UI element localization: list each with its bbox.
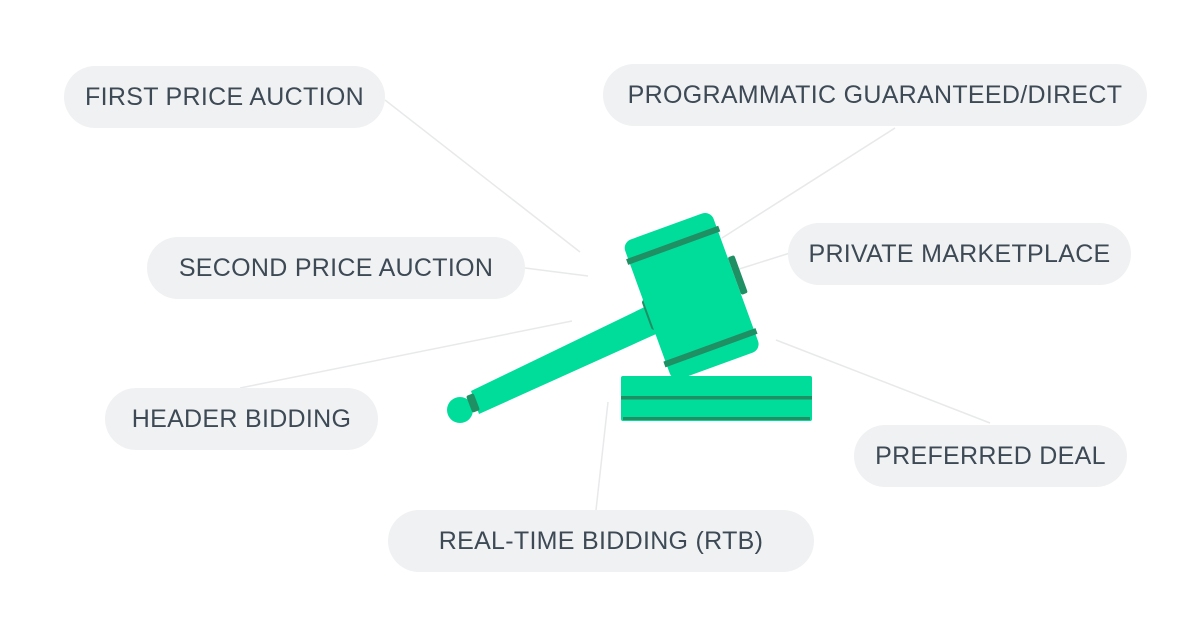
- preferred-deal-label: PREFERRED DEAL: [854, 425, 1127, 487]
- gavel-handle: [447, 302, 665, 423]
- connector-rtb: [595, 401, 609, 511]
- second-price-auction-label: SECOND PRICE AUCTION: [147, 237, 525, 299]
- programmatic-guaranteed-label: PROGRAMMATIC GUARANTEED/DIRECT: [603, 64, 1147, 126]
- second-price-auction-text: SECOND PRICE AUCTION: [178, 253, 494, 282]
- private-marketplace-text: PRIVATE MARKETPLACE: [808, 239, 1111, 268]
- programmatic-guaranteed-text: PROGRAMMATIC GUARANTEED/DIRECT: [627, 80, 1123, 109]
- private-marketplace-label: PRIVATE MARKETPLACE: [788, 223, 1131, 285]
- header-bidding-text: HEADER BIDDING: [131, 404, 352, 433]
- gavel-head: [624, 212, 759, 380]
- preferred-deal-text: PREFERRED DEAL: [875, 441, 1106, 470]
- real-time-bidding-text: REAL-TIME BIDDING (RTB): [438, 526, 764, 555]
- sound-block: [621, 376, 812, 421]
- connector-first-price: [384, 99, 581, 253]
- connector-preferred-deal: [775, 339, 991, 424]
- connector-second-price: [524, 267, 589, 277]
- connector-programmatic: [721, 127, 896, 239]
- connector-header-bidding: [239, 320, 573, 389]
- first-price-auction-text: FIRST PRICE AUCTION: [85, 82, 364, 111]
- real-time-bidding-label: REAL-TIME BIDDING (RTB): [388, 510, 814, 572]
- first-price-auction-label: FIRST PRICE AUCTION: [64, 66, 385, 128]
- header-bidding-label: HEADER BIDDING: [105, 388, 378, 450]
- connector-private-marketplace: [735, 252, 791, 271]
